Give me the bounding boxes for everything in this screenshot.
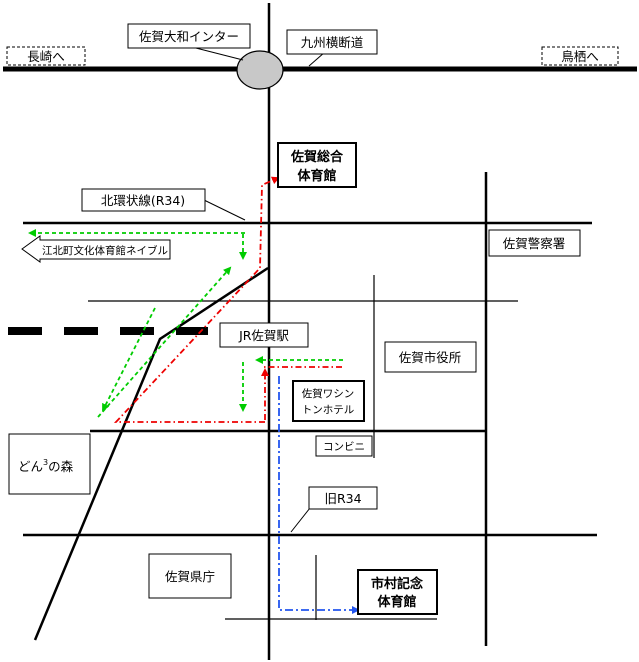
green-route — [28, 229, 343, 418]
svg-text:体育館: 体育館 — [377, 594, 416, 610]
svg-text:北環状線(R34): 北環状線(R34) — [101, 193, 185, 208]
svg-text:佐賀大和インター: 佐賀大和インター — [139, 29, 239, 44]
label-donsan-forest: どん3の森 — [8, 433, 91, 495]
label-hokkan-line: 北環状線(R34) — [81, 188, 206, 212]
svg-text:どん3の森: どん3の森 — [18, 458, 74, 474]
svg-text:佐賀市役所: 佐賀市役所 — [399, 350, 462, 365]
label-saga-police: 佐賀警察署 — [488, 229, 581, 257]
label-kyushu-expressway: 九州横断道 — [286, 29, 378, 55]
svg-text:鳥栖へ: 鳥栖へ — [561, 49, 599, 64]
svg-text:佐賀警察署: 佐賀警察署 — [503, 236, 566, 251]
label-convenience-store: コンビニ — [315, 435, 373, 457]
svg-text:佐賀県庁: 佐賀県庁 — [165, 569, 215, 584]
interchange-marker — [236, 50, 284, 90]
svg-text:佐賀ワシン: 佐賀ワシン — [302, 387, 355, 400]
svg-text:トンホテル: トンホテル — [302, 404, 355, 416]
svg-text:佐賀総合: 佐賀総合 — [290, 149, 344, 165]
svg-text:コンビニ: コンビニ — [323, 441, 365, 453]
red-route — [113, 176, 342, 423]
label-saga-pref-office: 佐賀県庁 — [148, 553, 232, 599]
roads — [3, 3, 637, 660]
svg-text:旧R34: 旧R34 — [324, 491, 361, 506]
label-saga-washington-hotel: 佐賀ワシン トンホテル — [292, 380, 365, 422]
label-to-nagasaki: 長崎へ — [6, 46, 86, 66]
leader-lines — [187, 45, 326, 533]
svg-text:九州横断道: 九州横断道 — [301, 35, 364, 50]
svg-text:市村記念: 市村記念 — [371, 576, 423, 592]
label-to-tosu: 鳥栖へ — [541, 46, 619, 66]
label-saga-yamato-ic: 佐賀大和インター — [127, 23, 251, 49]
svg-text:体育館: 体育館 — [297, 168, 336, 184]
svg-text:JR佐賀駅: JR佐賀駅 — [238, 328, 289, 343]
label-koho-culture-gym: 江北町文化体育館ネイブル — [21, 235, 171, 263]
label-ichimura-gym: 市村記念 体育館 — [357, 569, 438, 615]
svg-text:江北町文化体育館ネイブル: 江北町文化体育館ネイブル — [42, 244, 168, 257]
svg-text:長崎へ: 長崎へ — [27, 49, 65, 64]
label-saga-city-hall: 佐賀市役所 — [384, 341, 477, 373]
diagonal-road — [33, 266, 269, 641]
label-old-r34: 旧R34 — [308, 486, 378, 510]
label-saga-sogo-gym: 佐賀総合 体育館 — [277, 142, 357, 188]
label-jr-saga-station: JR佐賀駅 — [219, 322, 309, 348]
